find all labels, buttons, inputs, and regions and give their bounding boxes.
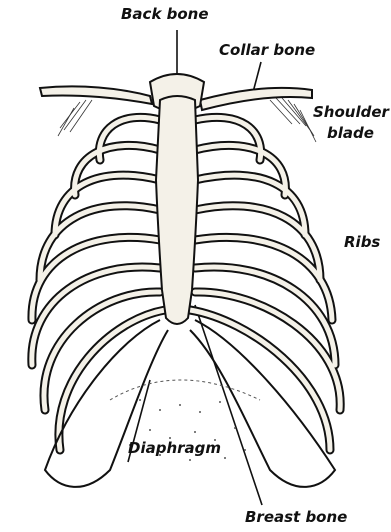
diaphragm-outline [110,380,260,400]
label-shoulder: Shoulder [313,104,389,121]
label-breast-bone: Breast bone [245,509,347,526]
label-diaphragm: Diaphragm [128,440,221,457]
sternum [156,96,198,324]
costal-margin [45,320,335,487]
label-ribs: Ribs [344,234,380,251]
label-back-bone: Back bone [121,6,209,23]
label-collar-bone: Collar bone [219,42,315,59]
left-collar-bone [40,86,152,104]
right-collar-bone [200,88,312,110]
label-blade: blade [327,125,374,142]
